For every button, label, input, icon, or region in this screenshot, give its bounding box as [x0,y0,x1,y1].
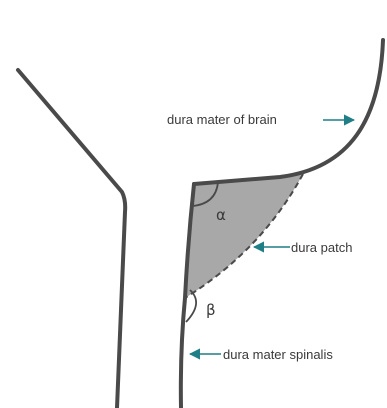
alpha-label: α [216,206,226,224]
dura-patch-region [185,174,303,298]
dura-mater-spinalis-label: dura mater spinalis [223,347,333,362]
dura-mater-of-brain-label: dura mater of brain [167,112,277,127]
left-dura-outline [18,70,125,408]
dura-patch-label: dura patch [291,240,352,255]
beta-label: β [206,301,216,319]
